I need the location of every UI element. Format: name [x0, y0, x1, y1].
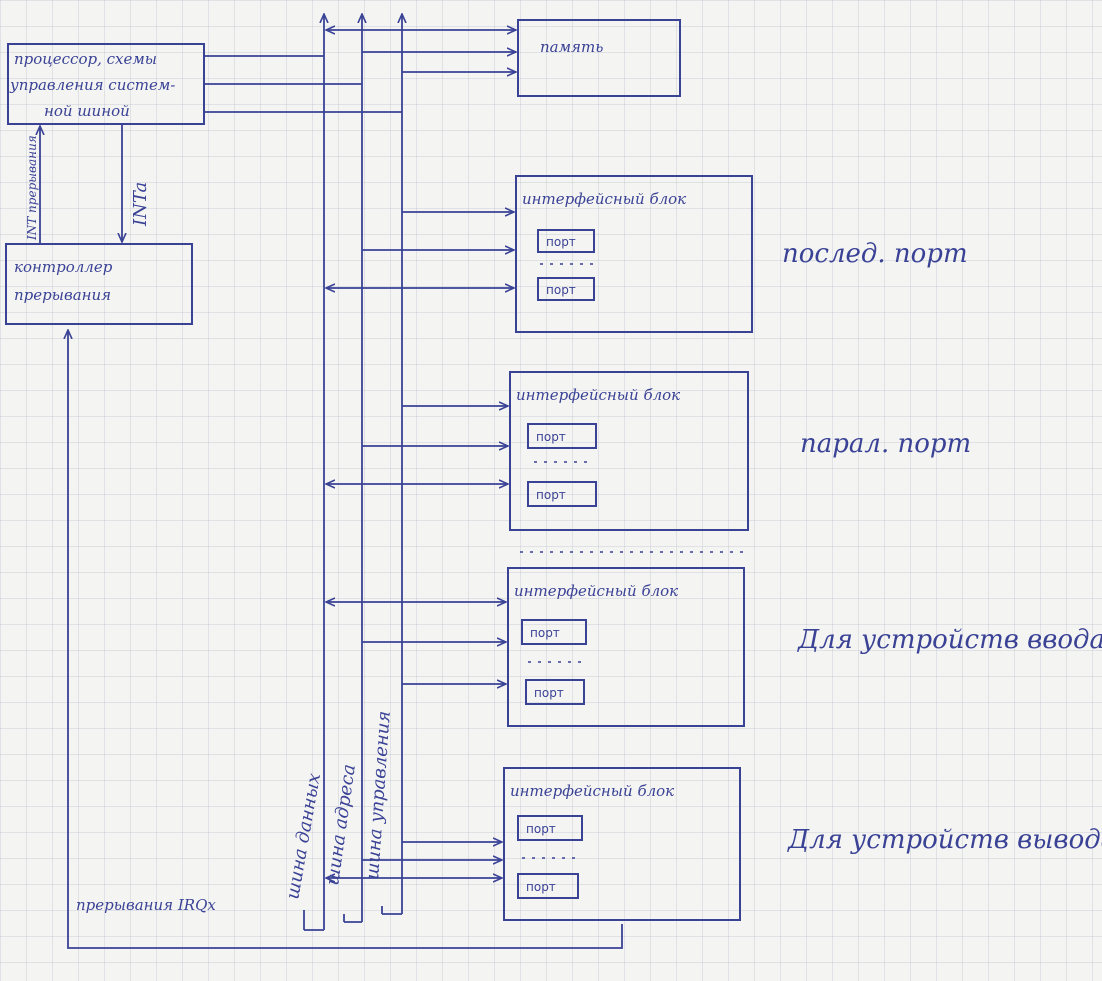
interface-block-3-port-1-label: порт — [530, 626, 560, 640]
irq-line — [68, 330, 623, 949]
address-bus-label: шина адреса — [322, 763, 360, 887]
interface-block-4: интерфейсный блок порт порт Для устройст… — [326, 767, 1102, 921]
interface-block-2: интерфейсный блок порт порт парал. порт — [326, 371, 971, 531]
interface-block-2-port-2-label: порт — [536, 488, 566, 502]
control-bus-label: шина управления — [362, 710, 395, 880]
interface-block-3-port-2-label: порт — [534, 686, 564, 700]
interface-block-3-port-1 — [521, 619, 587, 645]
data-bus-label: шина данных — [282, 772, 325, 901]
interface-block-4-port-2 — [517, 873, 579, 899]
interrupt-controller-block: контроллер прерывания — [5, 243, 193, 325]
interface-block-1-port-2-label: порт — [546, 283, 576, 297]
interface-block-4-port-2-label: порт — [526, 880, 556, 894]
interface-block-4-title: интерфейсный блок — [510, 782, 674, 800]
interface-block-4-side-label: Для устройств вывода — [787, 825, 1102, 855]
cpu-label-line-3: ной шиной — [44, 102, 130, 120]
interface-block-1-port-1 — [537, 229, 595, 253]
interface-block-3-side-label: Для устройств ввода — [797, 625, 1102, 655]
interrupt-controller-line-1: контроллер — [14, 258, 113, 276]
interface-block-4-port-1 — [517, 815, 583, 841]
interface-block-1-port-2 — [537, 277, 595, 301]
interface-block-1-side-label: послед. порт — [782, 239, 968, 269]
interface-block-3: интерфейсный блок порт порт Для устройст… — [326, 567, 1102, 727]
interface-block-4-port-1-label: порт — [526, 822, 556, 836]
interface-block-2-port-1-label: порт — [536, 430, 566, 444]
cpu-label-line-1: процессор, схемы — [14, 50, 157, 68]
interface-block-1-title: интерфейсный блок — [522, 190, 686, 208]
interface-block-2-side-label: парал. порт — [800, 429, 971, 459]
irq-label: прерывания IRQx — [76, 896, 216, 914]
interface-block-2-port-1 — [527, 423, 597, 449]
memory-block: память — [517, 19, 681, 97]
interface-block-1: интерфейсный блок порт порт послед. порт — [326, 175, 968, 333]
interface-block-3-port-2 — [525, 679, 585, 705]
int-ack-label: INTa — [130, 182, 151, 227]
interface-block-2-title: интерфейсный блок — [516, 386, 680, 404]
interface-block-1-port-1-label: порт — [546, 235, 576, 249]
int-request-label: INT прерывания — [25, 135, 39, 241]
interrupt-controller-line-2: прерывания — [14, 286, 111, 304]
interface-block-3-title: интерфейсный блок — [514, 582, 678, 600]
memory-label: память — [540, 38, 603, 56]
cpu-block: процессор, схемы управления систем- ной … — [7, 43, 205, 125]
interface-block-2-port-2 — [527, 481, 597, 507]
cpu-label-line-2: управления систем- — [9, 76, 175, 94]
